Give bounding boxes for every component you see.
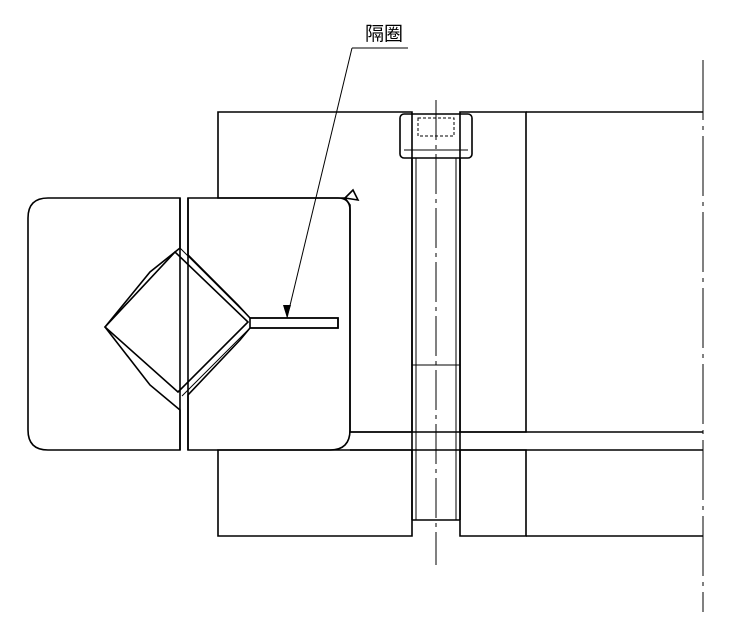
bolt xyxy=(399,100,473,565)
spacer-ring xyxy=(249,317,339,329)
spacer-leader-line xyxy=(283,47,408,319)
spacer-label: 隔圈 xyxy=(365,23,403,45)
seal-mark xyxy=(343,188,360,202)
inner-ring xyxy=(187,197,351,451)
roller xyxy=(103,247,251,397)
